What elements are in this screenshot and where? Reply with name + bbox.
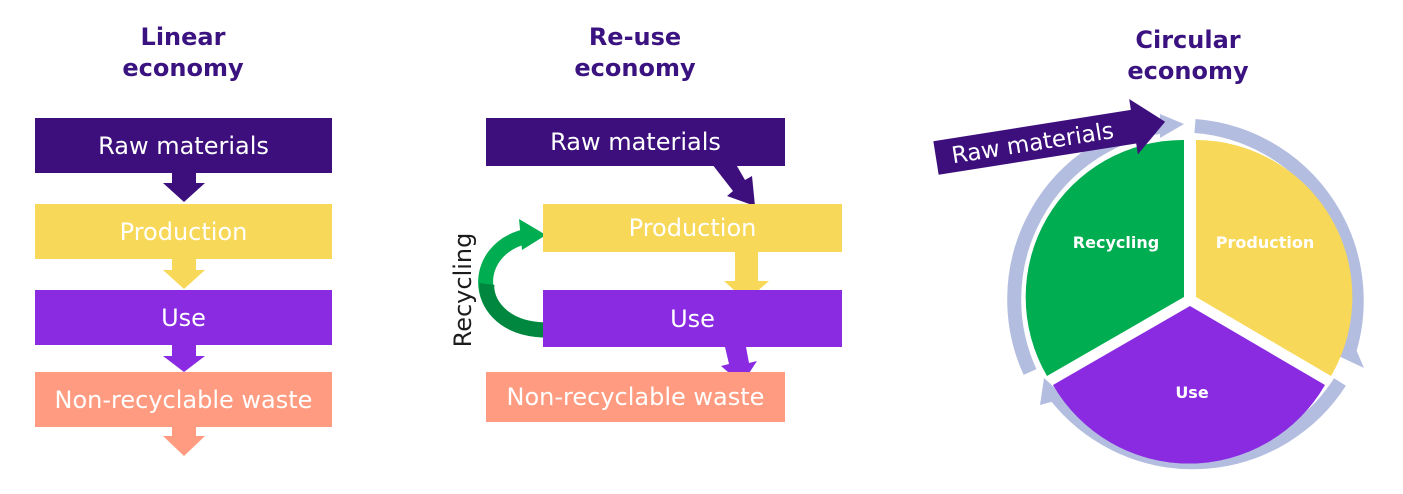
reuse-waste-box: Non-recyclable waste (486, 372, 785, 422)
circular-title: Circular economy (1058, 25, 1318, 87)
ring-arc-production-use (1194, 119, 1364, 361)
linear-production-label: Production (119, 217, 248, 246)
linear-use-box: Use (35, 290, 332, 345)
reuse-title-line2: economy (574, 54, 696, 82)
circular-title-line1: Circular (1135, 26, 1241, 54)
reuse-title-line1: Re-use (588, 23, 682, 51)
reuse-recycling-label: Recycling (449, 233, 477, 348)
linear-raw-materials-box: Raw materials (35, 118, 332, 173)
linear-waste-box: Non-recyclable waste (35, 372, 332, 427)
reuse-arrow-production-use (724, 252, 769, 301)
ring-arrowhead-right (1330, 340, 1364, 368)
circular-recycling-label: Recycling (1073, 233, 1159, 252)
linear-arrow-waste-out (163, 425, 205, 456)
reuse-raw-materials-label: Raw materials (550, 128, 721, 156)
slice-use (1053, 306, 1325, 464)
linear-title-line1: Linear (140, 23, 226, 51)
linear-arrow-production-use (163, 259, 205, 289)
circular-use-label: Use (1175, 383, 1209, 402)
reuse-raw-materials-box: Raw materials (486, 118, 785, 166)
linear-use-label: Use (161, 303, 206, 332)
reuse-arrow-raw-production (712, 154, 755, 206)
reuse-recycling-arrow-shade (479, 283, 546, 338)
linear-title-line2: economy (122, 54, 244, 82)
reuse-waste-label: Non-recyclable waste (506, 383, 765, 411)
linear-production-box: Production (35, 204, 332, 259)
linear-raw-materials-label: Raw materials (98, 131, 269, 160)
linear-waste-label: Non-recyclable waste (54, 385, 313, 414)
reuse-production-label: Production (628, 214, 757, 242)
linear-arrow-use-waste (163, 345, 205, 372)
circular-production-label: Production (1216, 233, 1314, 252)
slice-recycling (1025, 139, 1184, 376)
circular-title-line2: economy (1127, 57, 1249, 85)
reuse-production-box: Production (543, 204, 842, 252)
reuse-title: Re-use economy (505, 22, 765, 84)
reuse-use-box: Use (543, 290, 842, 347)
linear-title: Linear economy (53, 22, 313, 84)
linear-arrow-raw-production (163, 172, 205, 202)
reuse-recycling-arrowhead (519, 219, 546, 250)
slice-production (1196, 140, 1353, 376)
ring-arrowhead-top (1160, 114, 1184, 138)
circular-raw-arrow-shaft (933, 99, 1166, 175)
ring-arrowhead-bottom (1040, 378, 1066, 405)
reuse-use-label: Use (670, 304, 715, 333)
